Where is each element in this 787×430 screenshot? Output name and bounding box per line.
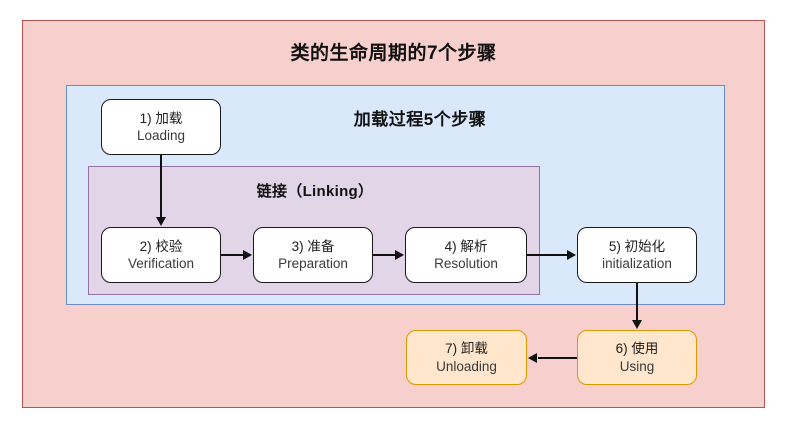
node-preparation-cn: 3) 准备	[291, 238, 335, 254]
loading-process-title: 加载过程5个步骤	[353, 110, 487, 129]
node-verification[interactable]: 2) 校验 Verification	[101, 227, 221, 283]
node-loading-en: Loading	[136, 128, 186, 143]
node-using-en: Using	[619, 358, 655, 374]
node-unloading-cn: 7) 卸载	[445, 341, 488, 357]
node-unloading-en: Unloading	[436, 358, 497, 374]
node-using-cn: 6) 使用	[615, 341, 659, 357]
page-title: 类的生命周期的7个步骤	[290, 43, 497, 64]
linking-title: 链接（Linking）	[256, 183, 374, 200]
node-preparation[interactable]: 3) 准备 Preparation	[253, 227, 373, 283]
node-initialization-cn: 5) 初始化	[608, 238, 666, 254]
node-verification-cn: 2) 校验	[139, 238, 183, 254]
node-initialization-en: initialization	[602, 256, 672, 271]
node-unloading[interactable]: 7) 卸载 Unloading	[406, 330, 527, 385]
node-verification-en: Verification	[127, 256, 195, 271]
node-using[interactable]: 6) 使用 Using	[577, 330, 697, 385]
node-preparation-en: Preparation	[278, 256, 348, 271]
node-loading-cn: 1) 加载	[139, 110, 183, 126]
node-initialization[interactable]: 5) 初始化 initialization	[577, 227, 697, 283]
node-resolution-cn: 4) 解析	[444, 238, 488, 254]
node-resolution[interactable]: 4) 解析 Resolution	[405, 227, 527, 283]
node-loading[interactable]: 1) 加载 Loading	[101, 99, 221, 155]
node-resolution-en: Resolution	[434, 256, 498, 271]
